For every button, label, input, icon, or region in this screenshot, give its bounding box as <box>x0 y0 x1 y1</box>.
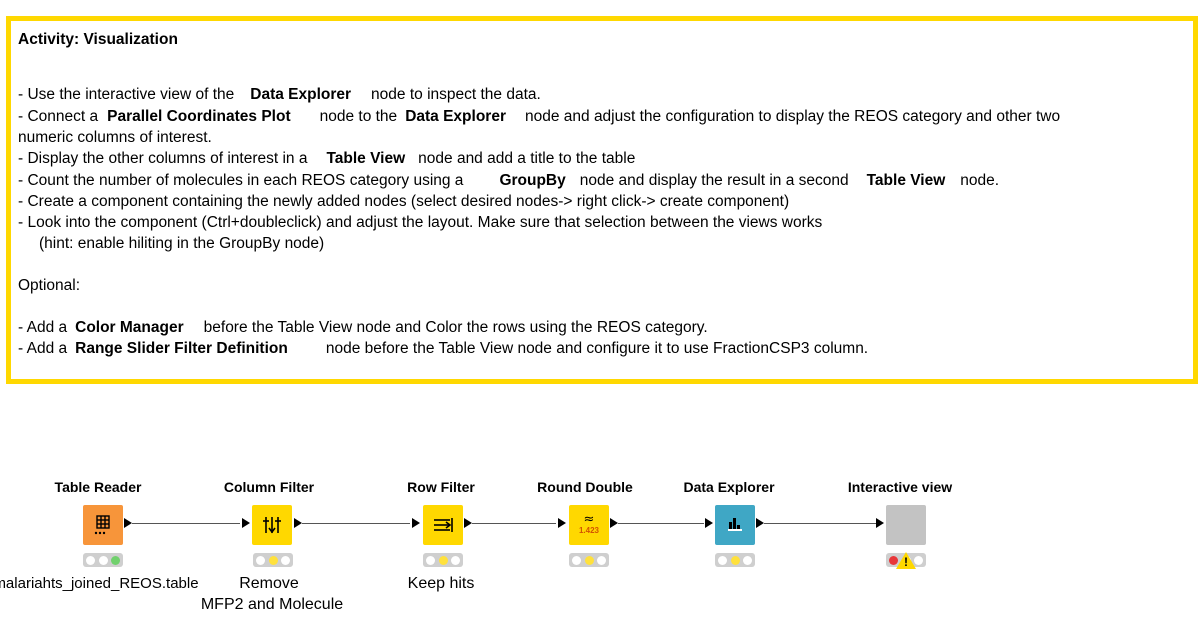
annotation-text: node and display the result in a second <box>579 172 849 189</box>
status-light <box>913 555 923 565</box>
warning-mark: ! <box>904 555 908 569</box>
node-title: Data Explorer <box>683 479 775 495</box>
status-light <box>584 555 594 565</box>
component-icon[interactable] <box>886 505 926 545</box>
connection[interactable] <box>132 523 240 524</box>
node-title: Row Filter <box>407 479 475 495</box>
column-filter-icon[interactable] <box>252 505 292 545</box>
output-port[interactable] <box>756 518 764 528</box>
node-status <box>715 553 755 567</box>
node-title: Table Reader <box>54 479 142 495</box>
annotation-bold-text: Color Manager <box>75 319 184 336</box>
annotation-bold-text: GroupBy <box>499 172 566 189</box>
annotation-bold-text: Table View <box>326 150 406 167</box>
node-status <box>83 553 123 567</box>
status-light <box>426 555 436 565</box>
annotation-text: node to the <box>319 108 398 125</box>
output-port[interactable] <box>294 518 302 528</box>
annotation-line: - Count the number of molecules in each … <box>18 170 999 191</box>
icon-text: 1.423 <box>578 526 600 535</box>
node-label[interactable]: Remove <box>239 575 299 592</box>
node-status <box>253 553 293 567</box>
status-light <box>718 555 728 565</box>
annotation-bold-text: Data Explorer <box>250 86 352 103</box>
annotation-line: numeric columns of interest. <box>18 129 212 146</box>
node-status <box>569 553 609 567</box>
annotation-text: node and adjust the configuration to dis… <box>524 108 1061 125</box>
status-light <box>256 555 266 565</box>
annotation-text: - Use the interactive view of the <box>18 86 235 103</box>
annotation-text: - Add a <box>18 340 68 357</box>
annotation-line: (hint: enable hiliting in the GroupBy no… <box>39 235 325 252</box>
annotation-line: - Use the interactive view of the Data Ex… <box>18 84 541 105</box>
annotation-text: node. <box>960 172 1000 189</box>
output-port[interactable] <box>464 518 472 528</box>
node-label-line2[interactable]: MFP2 and Molecule <box>200 596 344 613</box>
annotation-title: Activity: Visualization <box>18 31 178 48</box>
status-light <box>450 555 460 565</box>
annotation-bold-text: Table View <box>866 172 946 189</box>
status-light <box>596 555 606 565</box>
status-light <box>110 555 120 565</box>
annotation-text: before the Table View node and Color the… <box>203 319 708 336</box>
output-port[interactable] <box>124 518 132 528</box>
node-label[interactable]: malariahts_joined_REOS.table <box>0 575 199 592</box>
input-port[interactable] <box>412 518 420 528</box>
annotation-text: node before the Table View node and conf… <box>325 340 869 357</box>
connection[interactable] <box>302 523 410 524</box>
node-title: Column Filter <box>223 479 315 495</box>
connection[interactable] <box>472 523 556 524</box>
input-port[interactable] <box>558 518 566 528</box>
status-light <box>889 555 899 565</box>
annotation-line: - Add a Range Slider Filter Definition nod… <box>18 338 868 359</box>
annotation-text: - Count the number of molecules in each … <box>18 172 464 189</box>
warning-icon[interactable] <box>896 552 916 569</box>
annotation-bold-text: Data Explorer <box>405 108 506 125</box>
annotation-text: node and add a title to the table <box>418 150 636 167</box>
status-light <box>438 555 448 565</box>
connection[interactable] <box>618 523 704 524</box>
row-filter-icon[interactable] <box>423 505 463 545</box>
status-light <box>742 555 752 565</box>
status-light <box>98 555 108 565</box>
node-label[interactable]: Keep hits <box>407 575 475 592</box>
output-port[interactable] <box>610 518 618 528</box>
annotation-text: node to inspect the data. <box>371 86 541 103</box>
annotation-optional: Optional: <box>18 277 81 294</box>
node-title: Round Double <box>537 479 633 495</box>
annotation-line: - Connect a Parallel Coordinates Plot node… <box>18 106 1060 127</box>
annotation-line: - Look into the component (Ctrl+doublecl… <box>18 214 823 231</box>
workflow-annotation[interactable]: Activity: Visualization - Use the intera… <box>6 16 1198 384</box>
annotation-line: - Create a component containing the newl… <box>18 193 790 210</box>
data-explorer-icon[interactable] <box>715 505 755 545</box>
annotation-text: - Add a <box>18 319 68 336</box>
annotation-bold-text: Parallel Coordinates Plot <box>107 108 291 125</box>
status-light <box>268 555 278 565</box>
status-light <box>572 555 582 565</box>
status-light <box>86 555 96 565</box>
status-light <box>730 555 740 565</box>
input-port[interactable] <box>876 518 884 528</box>
approx-icon: ≈ <box>583 512 595 527</box>
input-port[interactable] <box>242 518 250 528</box>
node-status <box>423 553 463 567</box>
status-light <box>280 555 290 565</box>
connection[interactable] <box>764 523 876 524</box>
input-port[interactable] <box>705 518 713 528</box>
annotation-line: - Add a Color Manager before the Table Vie… <box>18 317 708 338</box>
round-double-icon[interactable]: ≈ 1.423 <box>569 505 609 545</box>
table-reader-icon[interactable] <box>83 505 123 545</box>
annotation-text: - Display the other columns of interest … <box>18 150 308 167</box>
annotation-text: - Connect a <box>18 108 99 125</box>
annotation-bold-text: Range Slider Filter Definition <box>75 340 288 357</box>
annotation-line: - Display the other columns of interest … <box>18 148 635 169</box>
node-title: Interactive view <box>847 479 953 495</box>
